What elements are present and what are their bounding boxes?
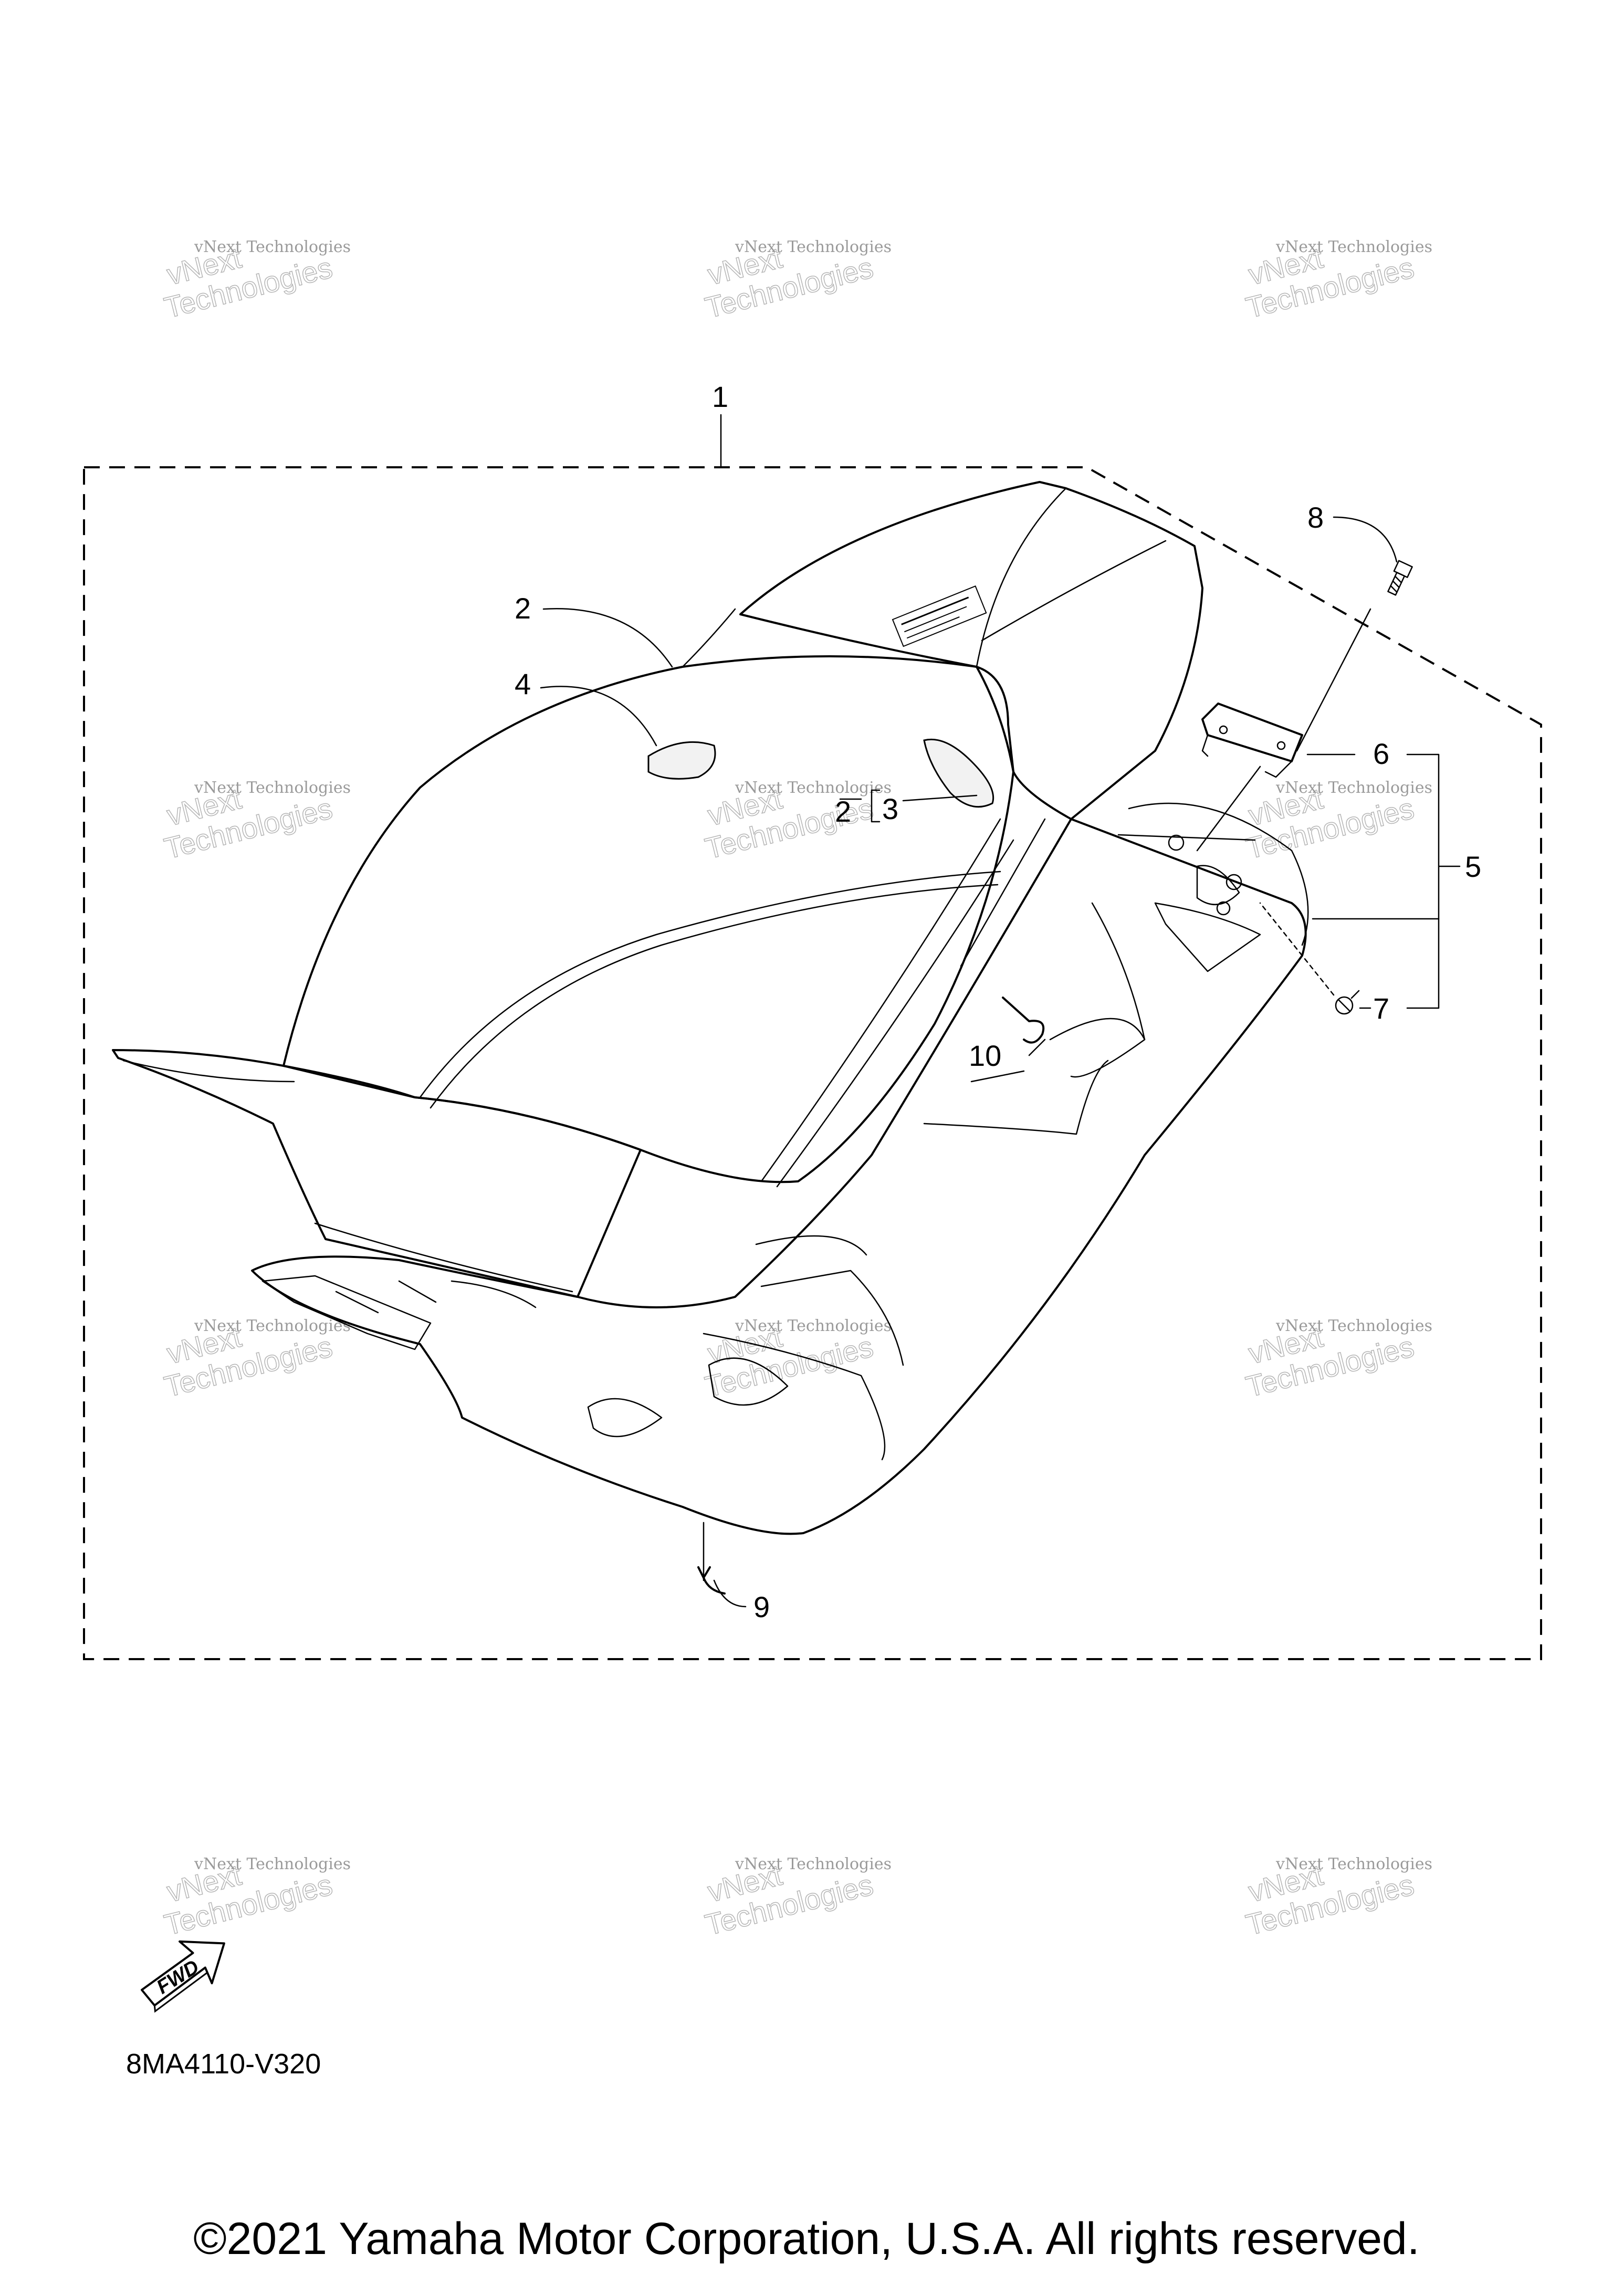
nut-7 [1335, 990, 1360, 1015]
fastener-hole [1226, 874, 1242, 890]
watermark-group: vNext vNext Technologies Technologies [1242, 1855, 1432, 1942]
callout-4[interactable]: 4 [515, 667, 531, 700]
callout-9[interactable]: 9 [753, 1590, 770, 1623]
axis-line-6 [1196, 766, 1261, 852]
part-code: 8MA4110-V320 [126, 2048, 321, 2080]
watermark-text: vNext Technologies [194, 779, 351, 797]
clip-10 [1002, 997, 1045, 1044]
watermark-group: vNext vNext Technologies Technologies [161, 1855, 351, 1942]
leader-4 [540, 686, 657, 747]
callout-6[interactable]: 6 [1373, 737, 1389, 770]
leader-8 [1333, 516, 1398, 563]
bracket-5 [1406, 753, 1461, 1009]
callout-3[interactable]: 3 [882, 792, 898, 825]
watermark-group: vNext vNext Technologies Technologies [161, 1317, 351, 1403]
watermark-group: vNext vNext Technologies Technologies [701, 1855, 892, 1942]
watermark-group: vNext vNext Technologies Technologies [161, 238, 351, 324]
watermark-text: vNext Technologies [194, 238, 351, 256]
watermark-text: vNext Technologies [735, 779, 892, 797]
watermark-group: vNext vNext Technologies Technologies [161, 779, 351, 865]
watermark-group: vNext vNext Technologies Technologies [1242, 779, 1432, 865]
axis-line-7 [1259, 902, 1335, 996]
callout-10[interactable]: 10 [969, 1039, 1001, 1072]
clip-9 [697, 1566, 726, 1595]
axis-line-8 [1296, 608, 1371, 752]
callout-7[interactable]: 7 [1373, 992, 1389, 1025]
seat-assembly [112, 481, 1309, 1535]
watermark-text: vNext Technologies [1275, 238, 1432, 256]
watermark-group: vNext vNext Technologies Technologies [701, 238, 892, 324]
foam-pad-4 [647, 741, 716, 780]
watermark-group: vNext vNext Technologies Technologies [1242, 1317, 1432, 1403]
leader-2-upper [542, 608, 673, 668]
callout-2-upper[interactable]: 2 [515, 592, 531, 625]
leader-10 [1028, 1039, 1046, 1056]
watermark-text: vNext Technologies [1275, 1317, 1432, 1335]
bracket-plate-6 [1201, 703, 1303, 778]
callout-1[interactable]: 1 [712, 380, 728, 413]
watermark-text: vNext Technologies [735, 1855, 892, 1873]
watermark-group: vNext vNext Technologies Technologies [1242, 238, 1432, 324]
callout-2-lower[interactable]: 2 [835, 795, 851, 828]
assembly-boundary [83, 466, 1542, 1660]
fastener-hole [1216, 901, 1231, 916]
watermark-text: vNext Technologies [735, 238, 892, 256]
fastener-hole [1168, 834, 1185, 851]
watermark-text: vNext Technologies [194, 1855, 351, 1873]
warning-label [892, 585, 987, 647]
screw-8 [1387, 560, 1413, 596]
watermark-text: vNext Technologies [1275, 779, 1432, 797]
leader-9 [713, 1579, 747, 1608]
watermark-group: vNext vNext Technologies Technologies [701, 1317, 892, 1403]
bracket-2-3 [839, 789, 881, 823]
watermark-group: vNext vNext Technologies Technologies [701, 779, 892, 865]
callout-5[interactable]: 5 [1465, 850, 1481, 883]
watermark-text: vNext Technologies [735, 1317, 892, 1335]
copyright-footer: ©2021 Yamaha Motor Corporation, U.S.A. A… [193, 2214, 1420, 2264]
foam-pad-3 [923, 738, 994, 808]
watermark-text: vNext Technologies [1275, 1855, 1432, 1873]
leader-3 [902, 794, 978, 802]
callout-8[interactable]: 8 [1307, 501, 1324, 534]
watermark-text: vNext Technologies [194, 1317, 351, 1335]
